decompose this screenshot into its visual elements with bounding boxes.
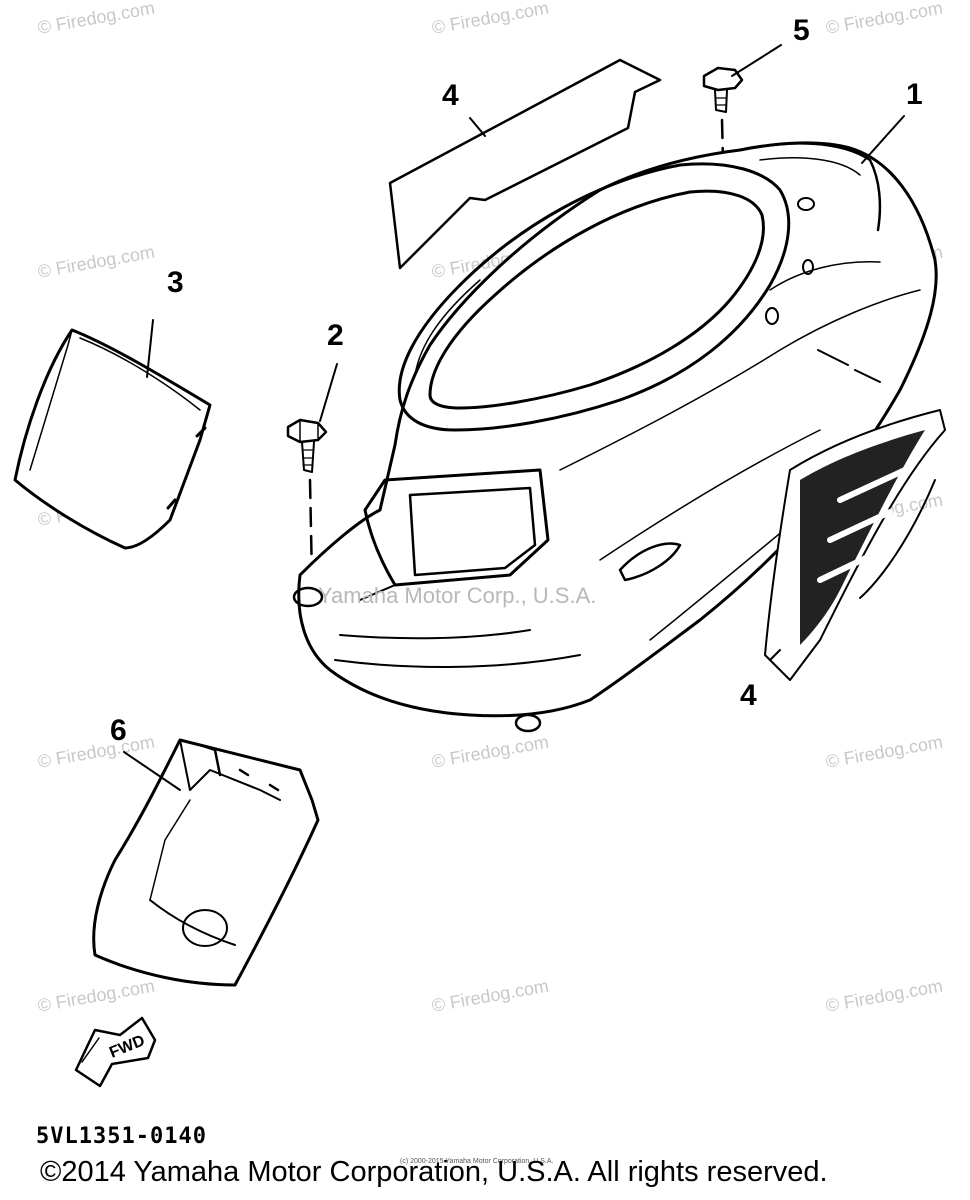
part-4-sheet-top xyxy=(388,58,662,270)
part-2-bolt xyxy=(286,418,328,582)
part-3-panel xyxy=(13,328,212,550)
center-watermark: Yamaha Motor Corp., U.S.A. xyxy=(318,583,597,608)
part-6-inner-tray xyxy=(92,738,320,987)
callout-5: 5 xyxy=(793,14,810,47)
callout-1: 1 xyxy=(906,78,923,111)
tiny-notice: (c) 2000-2015 Yamaha Motor Corporation, … xyxy=(400,1158,554,1165)
leader-lines xyxy=(123,44,905,791)
callout-6: 6 xyxy=(110,714,127,747)
part-1-body-cover xyxy=(292,141,938,733)
callout-2: 2 xyxy=(327,319,344,352)
copyright-notice: ©2014 Yamaha Motor Corporation, U.S.A. A… xyxy=(40,1156,828,1188)
callout-4-top: 4 xyxy=(442,79,459,112)
fwd-arrow-icon xyxy=(74,1016,157,1088)
callout-4-bottom: 4 xyxy=(740,679,757,712)
callout-3: 3 xyxy=(167,266,184,299)
part-4-emblem-decal xyxy=(764,409,946,681)
part-code: 5VL1351-0140 xyxy=(36,1124,207,1149)
